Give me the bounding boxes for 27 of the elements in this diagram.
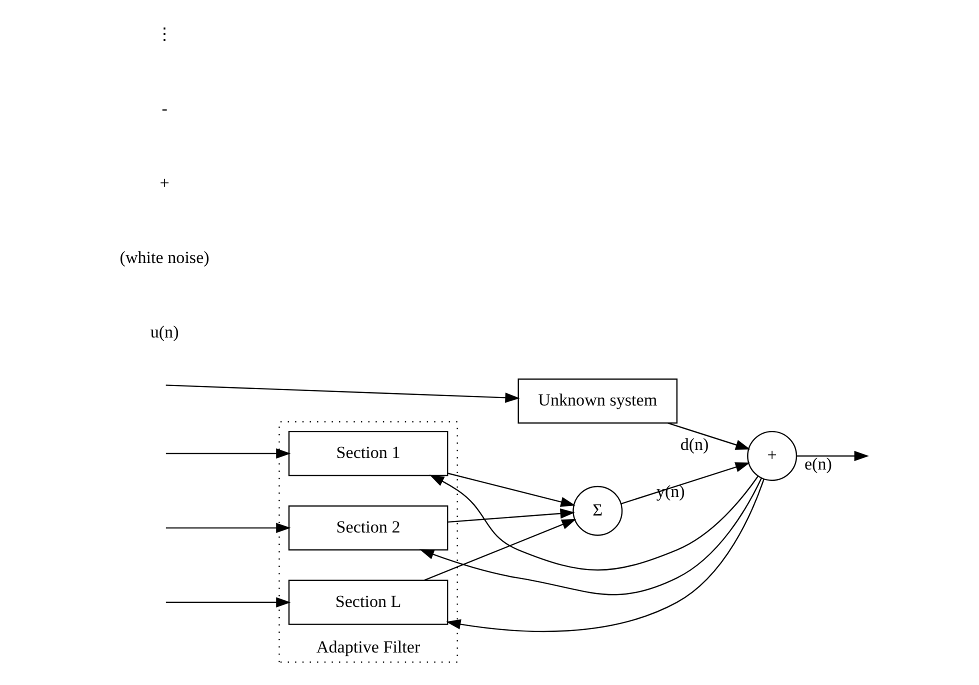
node-circle: Σ [572, 486, 623, 536]
arrow [424, 518, 576, 581]
node-box: Section 1 [288, 430, 448, 476]
arrow [419, 478, 762, 596]
label: + [160, 173, 170, 192]
node-circle: + [747, 430, 798, 481]
arrow [447, 472, 576, 507]
node-box: Unknown system [518, 378, 678, 424]
label: - [162, 99, 168, 118]
label: u(n) [150, 322, 179, 342]
label: ⋮ [156, 24, 174, 44]
arrow [166, 448, 291, 459]
arrow [446, 478, 765, 632]
edge-label: y(n) [656, 482, 685, 502]
arrow [166, 597, 291, 608]
node-box: Section L [288, 580, 448, 625]
arrow [166, 384, 520, 403]
edge-label: d(n) [680, 434, 709, 454]
arrow [668, 422, 750, 450]
arrow [448, 508, 575, 523]
arrow [796, 450, 869, 462]
node-box: Section 2 [288, 505, 448, 550]
arrow [429, 474, 758, 571]
label: (white noise) [120, 248, 210, 267]
arrow [166, 522, 291, 534]
edge-label: e(n) [804, 454, 832, 474]
arrow [620, 462, 750, 504]
